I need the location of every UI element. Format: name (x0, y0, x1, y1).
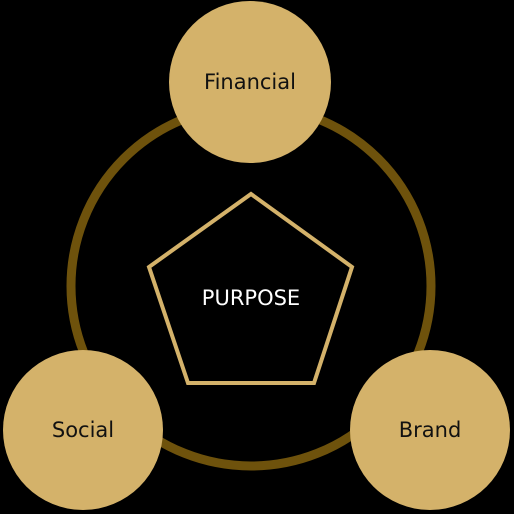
financial-label: Financial (204, 70, 296, 94)
purpose-pentagon (146, 191, 355, 385)
node-financial: Financial (169, 1, 331, 163)
social-label: Social (52, 418, 114, 442)
social-circle (3, 350, 163, 510)
node-brand: Brand (350, 350, 510, 510)
financial-circle (169, 1, 331, 163)
brand-circle (350, 350, 510, 510)
brand-label: Brand (399, 418, 462, 442)
node-social: Social (3, 350, 163, 510)
purpose-label: PURPOSE (202, 286, 300, 310)
